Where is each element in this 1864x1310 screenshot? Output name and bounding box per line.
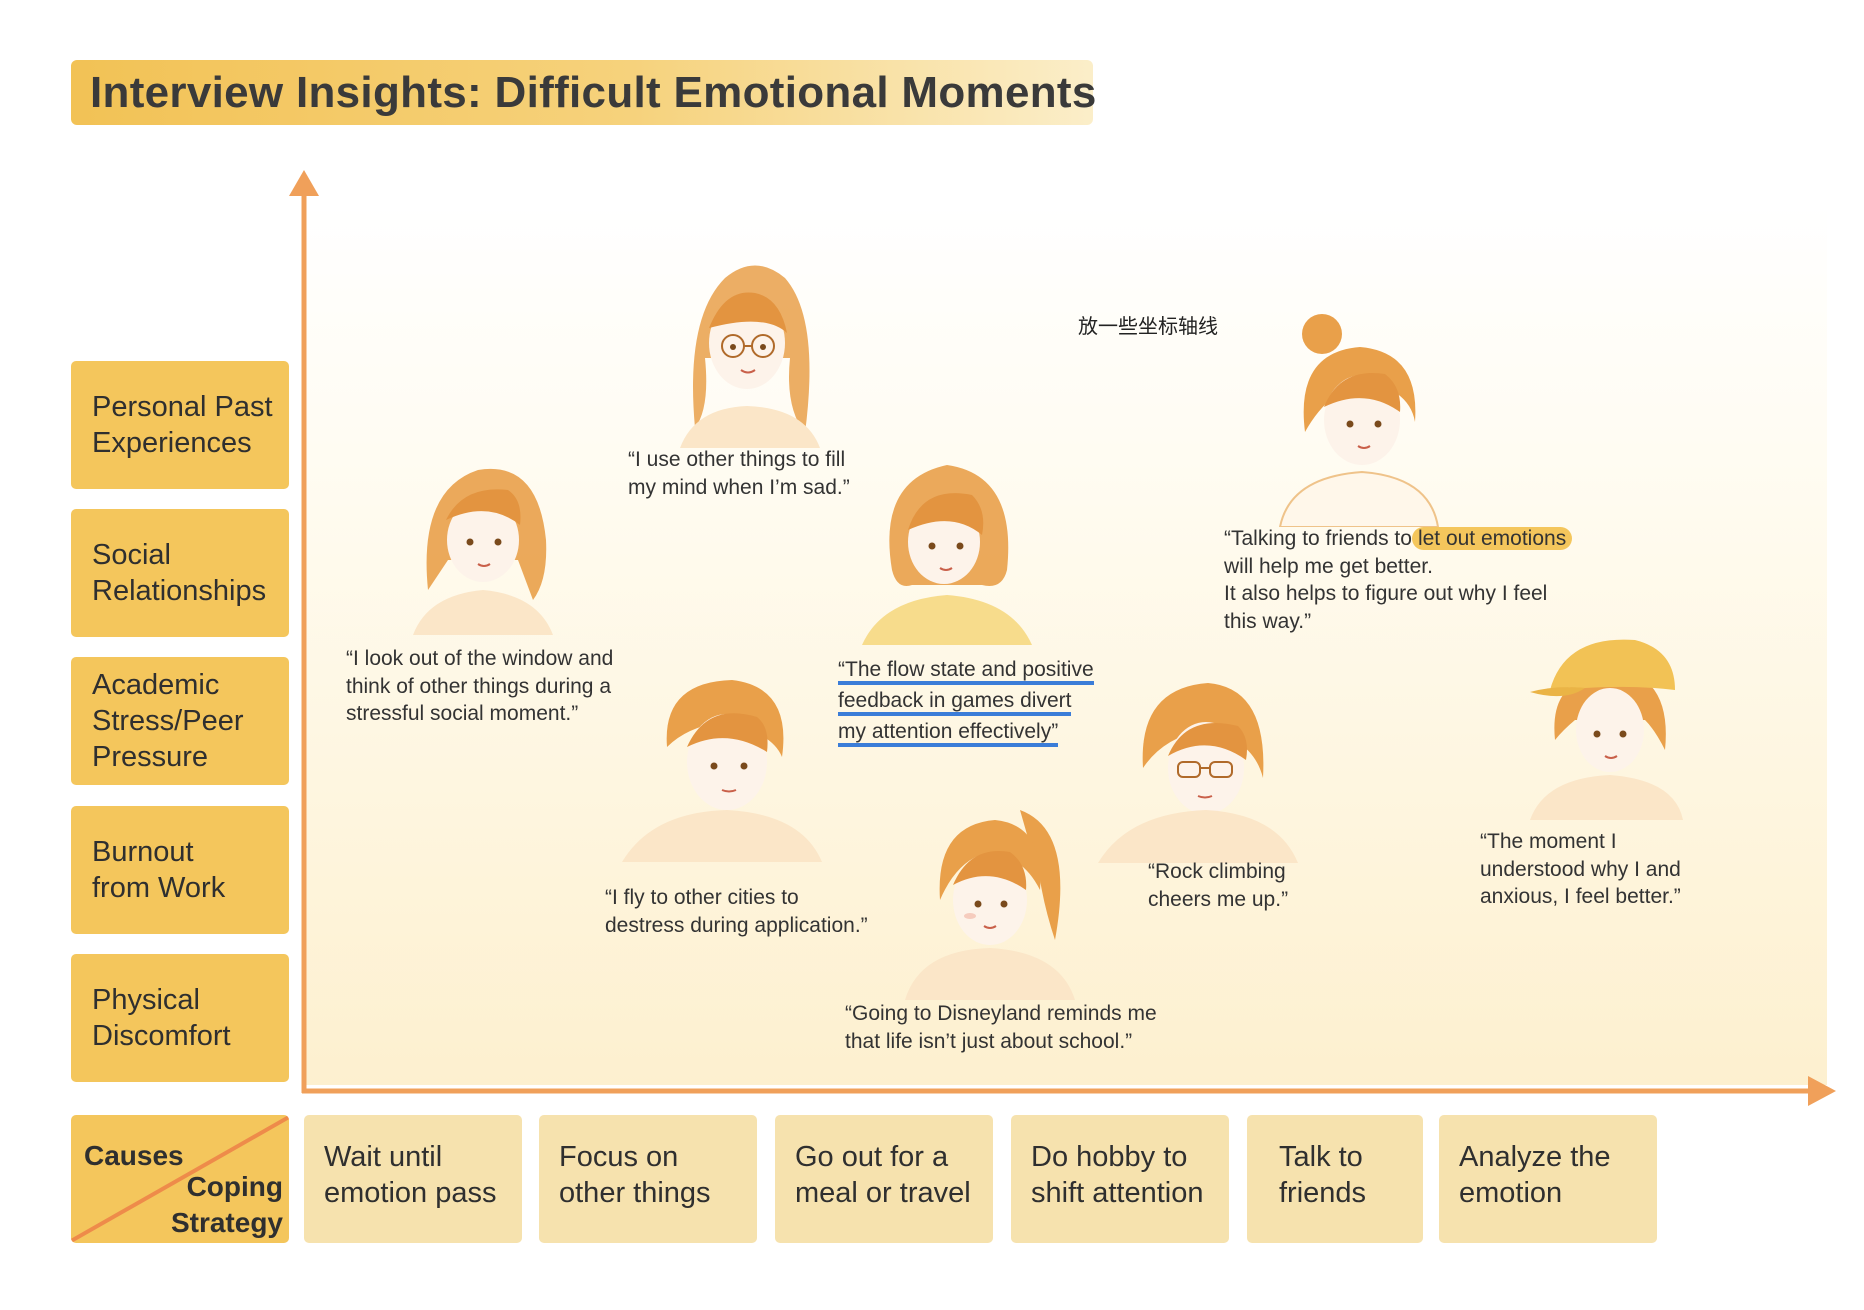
portrait-glasses-boy-icon: [1098, 683, 1298, 863]
corner-diagonal: [71, 1115, 289, 1243]
quote-flow-line-3: my attention effectively”: [838, 720, 1059, 747]
quote-fly: “I fly to other cities to destress durin…: [605, 886, 868, 937]
quote-flow-line-2: feedback in games divert: [838, 689, 1072, 716]
portrait-bob-girl-icon: [862, 465, 1032, 645]
quote-disney: “Going to Disneyland reminds me that lif…: [845, 1002, 1157, 1053]
title-banner: [71, 60, 1093, 125]
y-category-personal-past: Personal Past Experiences: [71, 361, 289, 489]
x-category-analyze: Analyze the emotion: [1439, 1115, 1657, 1243]
quote-friends-post: will help me get better. It also helps t…: [1224, 554, 1548, 633]
y-axis-arrow: [289, 170, 319, 196]
corner-causes-label: Causes: [84, 1140, 184, 1171]
portrait-glasses-girl-icon: [680, 265, 820, 448]
x-category-focus: Focus on other things: [539, 1115, 757, 1243]
y-category-label: Social Relationships: [92, 539, 267, 607]
y-category-burnout: Burnout from Work: [71, 806, 289, 934]
portrait-window-girl-icon: [413, 468, 553, 635]
x-category-go-out: Go out for a meal or travel: [775, 1115, 993, 1243]
x-category-talk: Talk to friends: [1247, 1115, 1423, 1243]
plot-area: [302, 205, 1827, 1085]
x-category-wait: Wait until emotion pass: [304, 1115, 522, 1243]
portrait-boy-icon: [622, 680, 822, 862]
corner-coping-label: Coping Strategy: [170, 1171, 283, 1238]
y-category-label: Physical Discomfort: [92, 984, 231, 1052]
page-title: Interview Insights: Difficult Emotional …: [90, 68, 1097, 117]
y-category-label: Personal Past Experiences: [92, 391, 273, 459]
quote-rock-climbing: “Rock climbing cheers me up.”: [1148, 860, 1289, 911]
portrait-cap-girl-icon: [1530, 639, 1683, 820]
y-category-physical: Physical Discomfort: [71, 954, 289, 1082]
quote-understood: “The moment I understood why I and anxio…: [1480, 830, 1681, 908]
y-category-social: Social Relationships: [71, 509, 289, 637]
portrait-bun-girl-icon: [1278, 314, 1440, 527]
quote-flow-state: “The flow state and positive feedback in…: [838, 658, 1094, 751]
portrait-ponytail-girl-icon: [905, 810, 1075, 1000]
x-axis-arrow: [1808, 1076, 1836, 1106]
highlight-let-out-emotions: let out emotions: [1411, 527, 1573, 550]
annotation-note: 放一些坐标轴线: [1078, 314, 1218, 338]
quote-friends-pre: “Talking to friends to: [1224, 527, 1412, 550]
axis-corner-cell: Causes Coping Strategy: [71, 1115, 289, 1243]
y-category-label: Burnout from Work: [92, 836, 226, 904]
y-category-academic: Academic Stress/Peer Pressure: [71, 657, 289, 785]
y-category-label: Academic Stress/Peer Pressure: [92, 669, 244, 773]
quote-flow-line-1: “The flow state and positive: [838, 658, 1094, 685]
quote-fill-mind: “I use other things to fill my mind when…: [628, 448, 850, 499]
quote-window: “I look out of the window and think of o…: [346, 647, 614, 725]
x-category-hobby: Do hobby to shift attention: [1011, 1115, 1229, 1243]
